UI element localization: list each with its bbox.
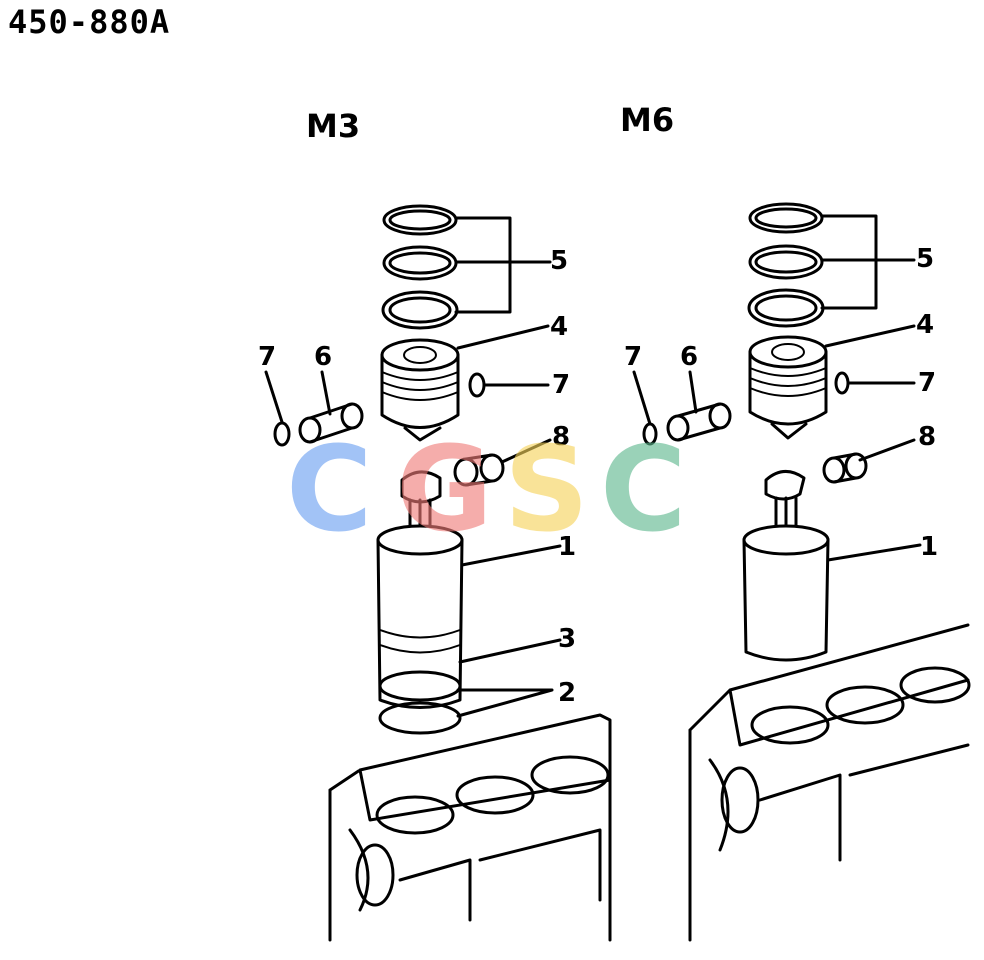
m3-callout-circlip-left: 7 — [258, 342, 277, 372]
m6-piston-rings — [747, 202, 916, 328]
m6-cylinder-block — [688, 623, 971, 942]
m6-assembly — [632, 202, 971, 942]
watermark-letter-g: G — [396, 420, 493, 558]
m6-callout-circlip-left: 7 — [624, 342, 643, 372]
m6-piston-pin — [666, 370, 732, 442]
reference-number: 450-880A — [8, 3, 171, 41]
watermark-letter-c2: C — [600, 420, 687, 558]
m3-callout-bush: 8 — [552, 422, 571, 452]
m3-callout-piston-pin: 6 — [314, 342, 333, 372]
m3-callout-circlip-right: 7 — [552, 370, 571, 400]
m3-piston — [380, 324, 550, 442]
m3-callout-o-rings: 2 — [558, 678, 577, 708]
m6-callout-piston-rings: 5 — [916, 244, 935, 274]
m6-callout-circlip-right: 7 — [918, 368, 937, 398]
watermark-letter-s: S — [504, 420, 589, 558]
m3-callout-liner: 1 — [558, 532, 577, 562]
m6-callout-liner: 1 — [920, 532, 939, 562]
m3-piston-rings — [381, 204, 552, 330]
m3-assembly — [264, 204, 612, 942]
m3-cylinder-liner — [376, 524, 562, 709]
m6-piston — [748, 324, 916, 440]
m3-callout-piston-rings: 5 — [550, 246, 569, 276]
m6-cylinder-liner — [742, 524, 922, 662]
m3-callout-o-ring-top: 3 — [558, 624, 577, 654]
m6-callout-piston: 4 — [916, 310, 935, 340]
m6-callout-piston-pin: 6 — [680, 342, 699, 372]
m3-piston-pin — [298, 370, 364, 444]
watermark-letter-c1: C — [286, 420, 373, 558]
variant-label-m6: M6 — [620, 101, 675, 139]
m3-cylinder-block — [328, 713, 612, 942]
m6-callout-bush: 8 — [918, 422, 937, 452]
variant-label-m3: M3 — [306, 107, 361, 145]
m3-callout-piston: 4 — [550, 312, 569, 342]
